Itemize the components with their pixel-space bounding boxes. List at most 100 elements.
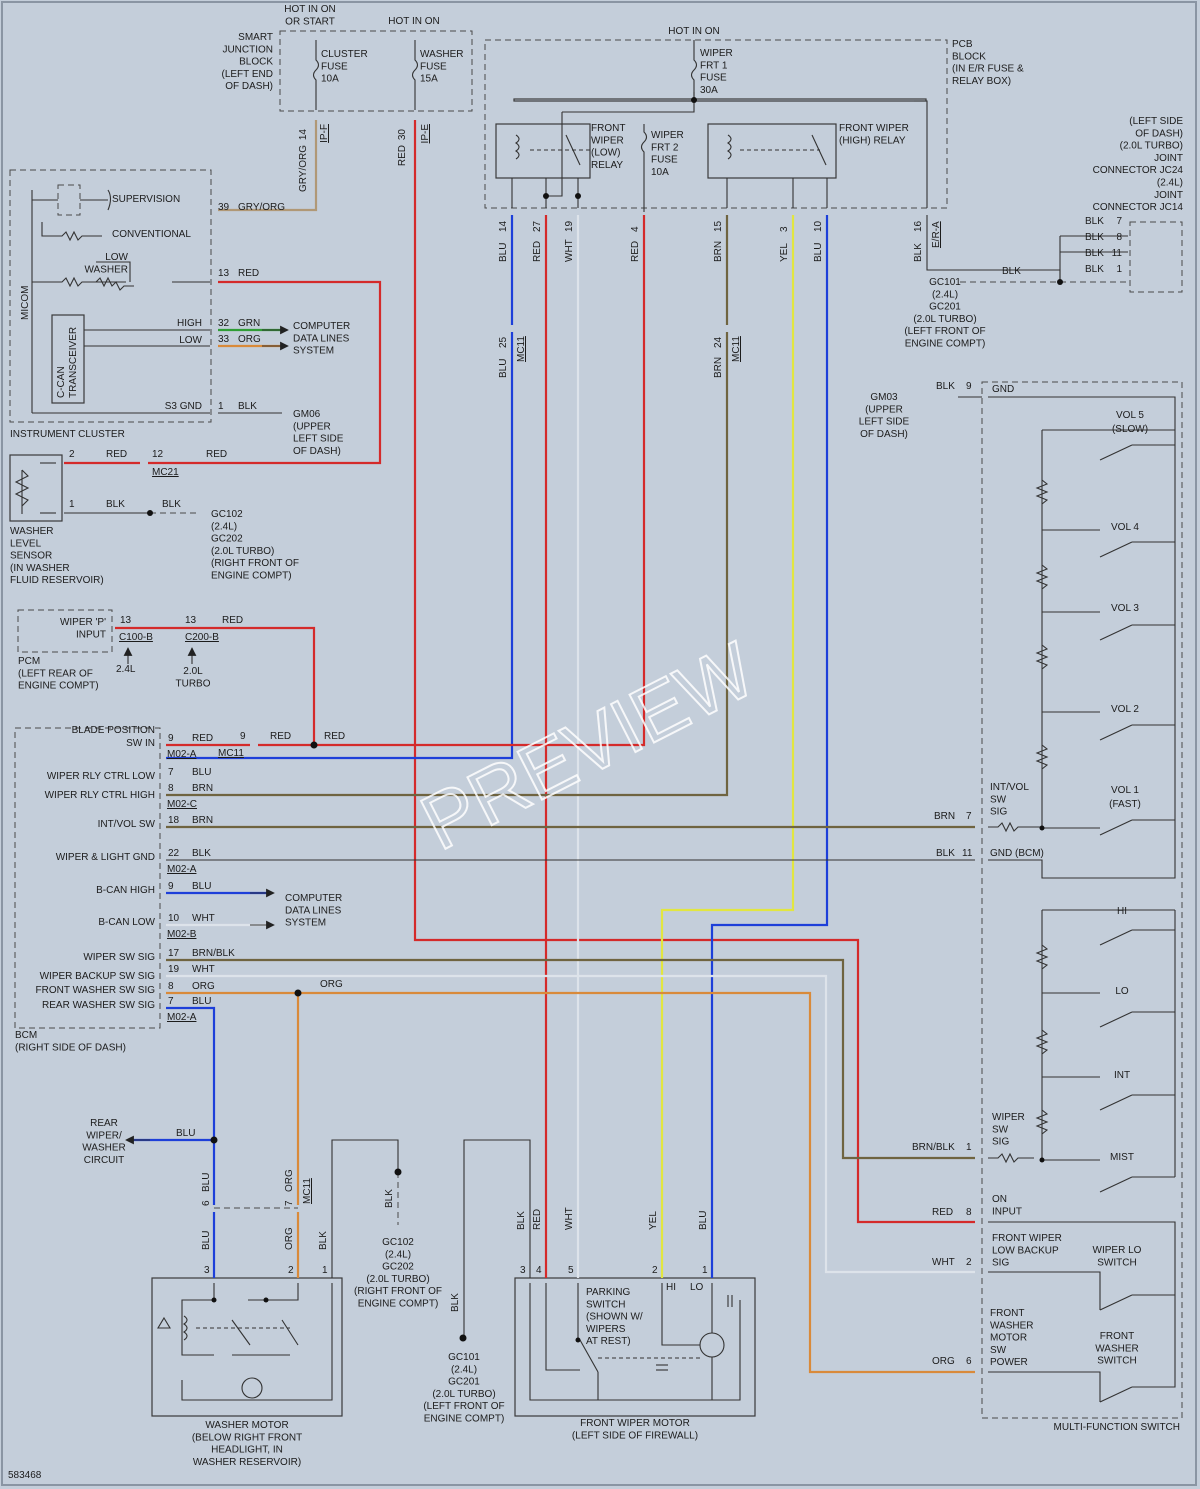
cluster-micom: MICOM: [20, 286, 31, 320]
sensor-pin2b: 12: [152, 449, 164, 460]
wires: [64, 120, 1130, 1374]
mfs-gnd-bcm-wire: BLK: [936, 848, 955, 859]
wm-wire-blk: BLK: [318, 1231, 329, 1250]
mfs-washer-pin: 6: [966, 1356, 972, 1367]
cluster-conventional: CONVENTIONAL: [112, 229, 191, 240]
fwm-lo: LO: [690, 1282, 704, 1293]
sjb-hot-b: HOT IN ON: [388, 16, 439, 27]
pcb-wire-16: BLK: [913, 243, 924, 262]
wm-gnd-wire: BLK: [384, 1189, 395, 1208]
sjb-pin-a: 14: [298, 129, 309, 141]
fwm-wire: YEL: [648, 1211, 659, 1230]
mfs-gnd: GND: [992, 384, 1014, 395]
fwm-pin: 2: [652, 1265, 658, 1276]
pcb-pin-10: 10: [813, 220, 824, 232]
pcb-wire-10: BLU: [813, 243, 824, 262]
bcm-label: SW IN: [126, 738, 155, 749]
mc11b-pin-org: 7: [284, 1200, 295, 1206]
bcm-conn: M02-B: [167, 929, 197, 940]
fwm-gnd-wire: BLK: [450, 1293, 461, 1312]
mc11b-wire-blu-top: BLU: [201, 1173, 212, 1192]
cluster-low: LOW: [179, 335, 202, 346]
pcm-conn-a: C100-B: [119, 632, 153, 643]
mfs-vol: VOL 4: [1111, 522, 1139, 533]
jc-wire: BLK: [1085, 232, 1104, 243]
pcb-wire-27: RED: [532, 241, 543, 262]
bcm-conn: M02-A: [167, 1012, 197, 1023]
bcm-pin: 9: [168, 733, 174, 744]
jc-main-wire: BLK: [1002, 266, 1021, 277]
mfs-backup-wire: WHT: [932, 1257, 955, 1268]
bcm-org-right: ORG: [320, 979, 343, 990]
bcm-wire: WHT: [192, 964, 215, 975]
cluster-wire-33: ORG: [238, 334, 261, 345]
bcm-conn: M02-A: [167, 864, 197, 875]
jc-pin: 1: [1116, 264, 1122, 275]
bcm-wire: WHT: [192, 913, 215, 924]
pcb-pin-4: 4: [630, 226, 641, 232]
splice-dots: [147, 97, 1063, 1343]
pcm-pin-b: 13: [185, 615, 197, 626]
mfs-vol: (FAST): [1109, 799, 1141, 810]
cluster-wire-39: GRY/ORG: [238, 202, 285, 213]
mfs-mode: HI: [1117, 906, 1127, 917]
pcb-pin-27: 27: [532, 220, 543, 232]
cluster-pin-39: 39: [218, 202, 230, 213]
fwm-wire: BLK: [516, 1211, 527, 1230]
cluster-pin-32: 32: [218, 318, 230, 329]
bcm-pin: 17: [168, 948, 180, 959]
sjb-wire-b: RED: [397, 145, 408, 166]
mc11a-wire-brn: BRN: [713, 357, 724, 378]
pcb-wire-4: RED: [630, 241, 641, 262]
jc-pin: 7: [1116, 216, 1122, 227]
pcb-wire-3: YEL: [779, 243, 790, 262]
cluster-high: HIGH: [177, 318, 202, 329]
bcm-wire: BLU: [192, 996, 211, 1007]
jc-ground: GC101(2.4L)GC201(2.0L TURBO)(LEFT FRONT …: [904, 277, 985, 350]
fwm-wire: WHT: [564, 1207, 575, 1230]
cluster-wire-13: RED: [238, 268, 259, 279]
mfs-gnd-bcm-pin: 11: [962, 848, 973, 859]
bcm-wire: BRN: [192, 815, 213, 826]
cluster-pin-1: 1: [218, 401, 224, 412]
mc11b-wire-blu-bot: BLU: [201, 1231, 212, 1250]
bcm-label: B-CAN LOW: [98, 917, 155, 928]
bcm-pin: 10: [168, 913, 180, 924]
wm-pin: 3: [204, 1265, 210, 1276]
mfs-mode: INT: [1114, 1070, 1130, 1081]
rear-wiper-wire: BLU: [176, 1128, 195, 1139]
mfs-wiper-sw-wire: BRN/BLK: [912, 1142, 955, 1153]
mfs-vol: (SLOW): [1112, 424, 1148, 435]
fwm-wire: BLU: [698, 1211, 709, 1230]
bcm-pin: 7: [168, 767, 174, 778]
mfs-vol: VOL 3: [1111, 603, 1139, 614]
cluster-s3-gnd: S3 GND: [165, 401, 202, 412]
fwm-pin: 3: [520, 1265, 526, 1276]
diagram-id: 583468: [8, 1470, 42, 1481]
pcb-pin-14: 14: [498, 220, 509, 232]
sjb-wire-a: GRY/ORG: [298, 145, 309, 192]
bcm-wire: BRN: [192, 783, 213, 794]
bcm-mc11-wire: RED: [270, 731, 291, 742]
bcm-wire: BLU: [192, 881, 211, 892]
jc-pin: 11: [1112, 248, 1123, 259]
mfs-intvol-pin: 7: [966, 811, 972, 822]
gc102-ground-a: GC102(2.4L)GC202(2.0L TURBO)(RIGHT FRONT…: [211, 509, 299, 582]
pcb-wire-15: BRN: [713, 241, 724, 262]
jc-wire: BLK: [1085, 248, 1104, 259]
mfs-on-pin: 8: [966, 1207, 972, 1218]
jc-wire: BLK: [1085, 264, 1104, 275]
